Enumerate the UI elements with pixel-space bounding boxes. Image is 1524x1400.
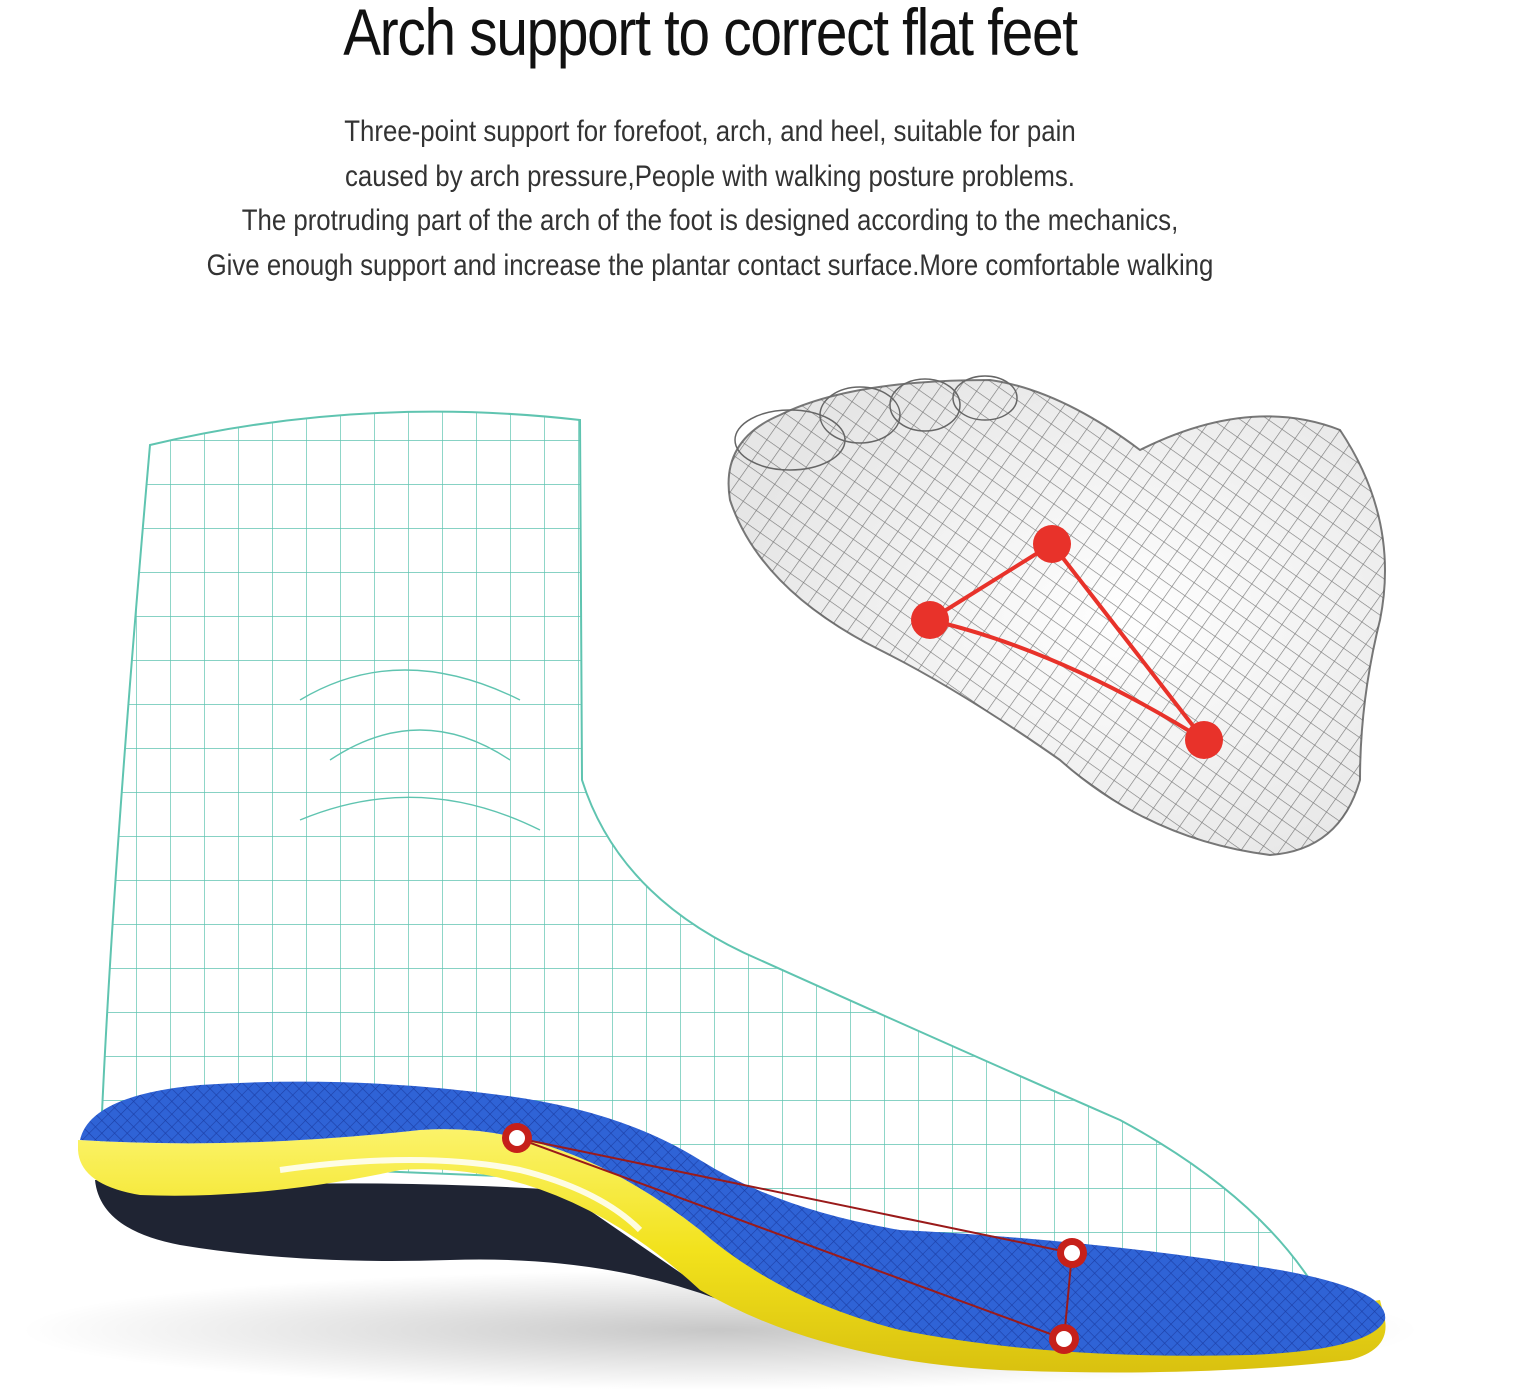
description-line: caused by arch pressure,People with walk…	[345, 159, 1075, 193]
insole-markers	[502, 1123, 1087, 1354]
forefoot-point-icon	[1033, 525, 1071, 563]
foot-wireframe	[98, 410, 1312, 1292]
forefoot-marker-icon	[1057, 1238, 1087, 1268]
toe-outlines	[734, 375, 1018, 471]
description-line: The protruding part of the arch of the f…	[241, 204, 1179, 237]
support-triangle	[911, 525, 1223, 759]
description: Three-point support for forefoot, arch, …	[0, 110, 1420, 288]
sole-wireframe	[727, 375, 1386, 857]
description-line: Three-point support for forefoot, arch, …	[344, 115, 1076, 148]
heel-point-icon	[1185, 721, 1223, 759]
arch-marker-icon	[502, 1123, 532, 1153]
page-title: Arch support to correct flat feet	[343, 0, 1078, 69]
forefoot-outer-marker-icon	[1049, 1324, 1079, 1354]
arch-point-icon	[911, 601, 949, 639]
insole	[20, 1081, 1420, 1390]
description-line: Give enough support and increase the pla…	[206, 248, 1214, 282]
